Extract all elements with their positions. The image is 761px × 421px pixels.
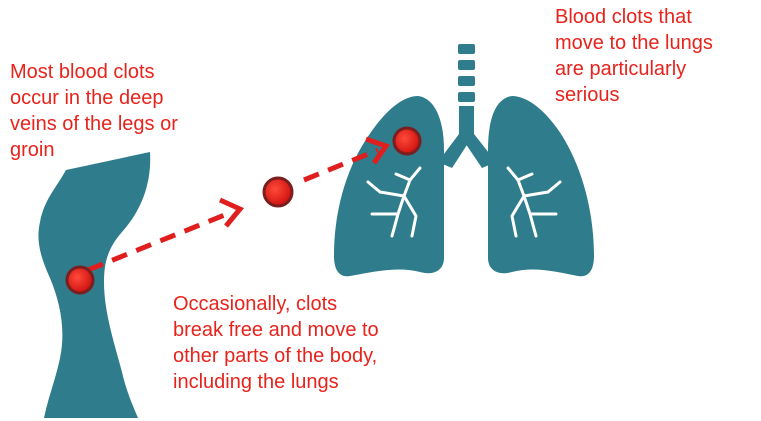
left-lung [334,96,444,276]
right-lung [488,96,594,276]
trachea-ring [458,60,475,70]
arrowhead [220,200,240,226]
caption-travel: Occasionally, clots break free and move … [173,291,379,395]
leg-icon [38,152,150,418]
trachea-ring [458,92,475,102]
blood-clot-leg [67,267,93,293]
caption-legs: Most blood clots occur in the deep veins… [10,59,178,163]
blood-clot-lung [394,128,420,154]
trachea-ring [458,44,475,54]
caption-lungs: Blood clots that move to the lungs are p… [555,4,713,108]
blood-clot-moving [264,178,292,206]
trachea-ring [458,76,475,86]
